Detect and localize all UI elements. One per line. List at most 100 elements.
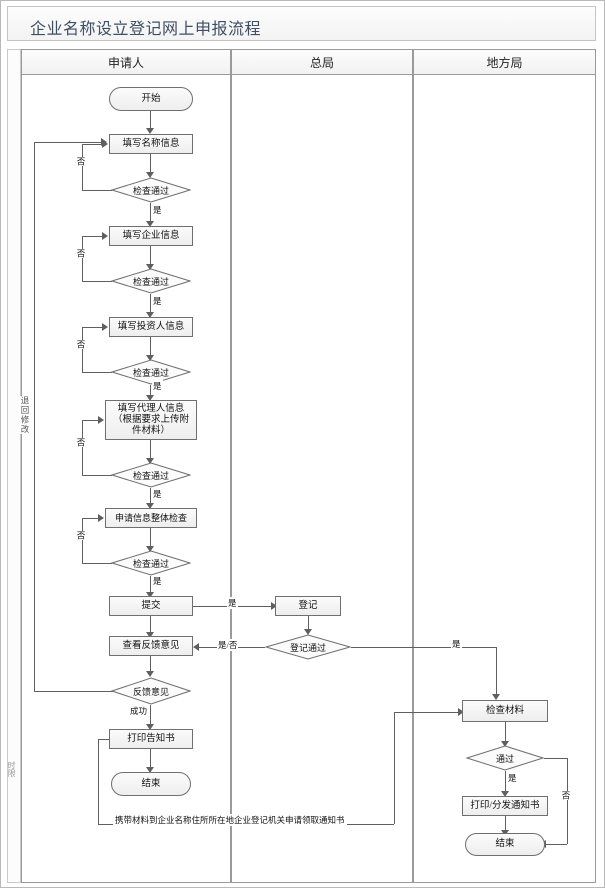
node-start: 开始 (109, 87, 193, 111)
arrow-feedback-success (146, 724, 154, 730)
node-pass: 通过 (466, 745, 544, 771)
node-view-feedback: 查看反馈意见 (109, 636, 193, 656)
edge-start-to-fillname (150, 111, 151, 130)
edge-label-no2: 否 (75, 249, 87, 258)
edge-check2-yes (150, 294, 151, 314)
edge-label-submit-yes: 是 (227, 597, 238, 609)
node-fill-name: 填写名称信息 (109, 134, 193, 154)
lane-header-local-bureau: 地方局 (413, 49, 596, 75)
edge-pass-no-v (567, 758, 568, 844)
arrow-checkmaterial-down (501, 741, 509, 747)
edge-check1-no-v (82, 144, 83, 190)
arrow-check4-no (98, 416, 104, 424)
edge-label-no5: 否 (75, 531, 87, 540)
edge-check1-no-h (82, 190, 112, 191)
edge-label-register-pass-yes: 是 (451, 638, 462, 650)
arrow-pass-yes (501, 791, 509, 797)
node-check2-label: 检查通过 (132, 276, 169, 287)
left-margin-strip (7, 49, 21, 883)
edge-printnotice-to-end (150, 749, 151, 769)
edge-check2-no-top (82, 236, 105, 237)
edge-check5-no-v (82, 518, 83, 563)
arrow-start-to-fillname (146, 128, 154, 134)
edge-note-to-checkmaterial (394, 712, 460, 713)
return-path-vertical (34, 142, 35, 691)
edge-submit-down (150, 616, 151, 634)
edge-note-left (98, 739, 109, 740)
edge-fillname-to-check1 (150, 154, 151, 174)
arrow-check4-yes (146, 503, 154, 509)
arrow-note-to-checkmaterial (458, 708, 464, 716)
node-end-local: 结束 (465, 833, 545, 856)
edge-label-no4: 否 (75, 438, 87, 447)
node-check1: 检查通过 (111, 177, 191, 203)
return-path-bottom (34, 691, 119, 692)
edge-label-pass-yes: 是 (507, 772, 518, 784)
arrow-overall-to-check5 (146, 546, 154, 552)
edge-check4-no-top (82, 420, 101, 421)
node-check4: 检查通过 (111, 462, 191, 488)
edge-check5-no-h (82, 563, 112, 564)
node-check5: 检查通过 (111, 550, 191, 576)
arrow-registerpass-yes (492, 694, 500, 700)
edge-label-yes4: 是 (152, 488, 163, 500)
edge-pass-no-bottom (544, 844, 567, 845)
node-fill-agent-line2: （根据要求上传附 (112, 414, 189, 425)
arrow-check2-yes (146, 312, 154, 318)
edge-note-up (394, 712, 395, 824)
arrow-fillagent-to-check4 (146, 458, 154, 464)
page-title: 企业名称设立登记网上申报流程 (30, 21, 262, 38)
node-check3-label: 检查通过 (132, 367, 169, 378)
arrow-check1-yes (146, 221, 154, 227)
arrow-check5-no (98, 514, 104, 522)
arrow-check5-yes (146, 592, 154, 598)
edge-label-yes3: 是 (152, 380, 163, 392)
node-pass-label: 通过 (495, 753, 514, 764)
edge-check4-no-h (82, 475, 112, 476)
arrow-fillcompany-to-check2 (146, 264, 154, 270)
arrow-check3-yes (146, 395, 154, 401)
lane-header-applicant: 申请人 (21, 49, 231, 75)
arrow-fillinvestor-to-check3 (146, 355, 154, 361)
node-register: 登记 (275, 596, 341, 616)
margin-strip-label: 时限 (7, 761, 16, 777)
node-feedback: 反馈意见 (111, 677, 191, 705)
arrow-register-down (304, 629, 312, 635)
node-print-distribute: 打印/分发通知书 (462, 796, 548, 816)
node-check4-label: 检查通过 (132, 470, 169, 481)
node-feedback-label: 反馈意见 (132, 686, 169, 697)
lane-header-head-office: 总局 (231, 49, 413, 75)
node-check2: 检查通过 (111, 268, 191, 294)
edge-pass-no-h (544, 758, 567, 759)
edge-check3-no-h (82, 372, 112, 373)
arrow-check1-no (102, 140, 108, 148)
node-fill-agent-line3: 件材料） (131, 425, 170, 436)
bottom-annotation-text: 携带材料到企业名称住所所在地企业登记机关申请领取通知书 (113, 814, 347, 826)
edge-note-vertical (98, 739, 99, 824)
edge-check3-no-top (82, 327, 105, 328)
arrow-viewfeedback-down (146, 671, 154, 677)
edge-check5-no-top (82, 518, 101, 519)
arrow-check3-no (102, 323, 108, 331)
edge-fillinvestor-to-check3 (150, 337, 151, 357)
edge-check2-no-v (82, 236, 83, 281)
edge-pass-yes (505, 771, 506, 793)
edge-label-register-yesno: 是/否 (217, 639, 239, 651)
edge-registerpass-yes-h (351, 647, 496, 648)
edge-label-pass-no: 否 (560, 791, 572, 800)
node-register-pass: 登记通过 (265, 634, 351, 660)
node-print-notice: 打印告知书 (109, 729, 193, 749)
edge-check1-yes (150, 203, 151, 223)
edge-register-down (308, 616, 309, 631)
edge-label-no3: 否 (75, 340, 87, 349)
return-path-label: 退回修改 (19, 396, 31, 434)
edge-check3-yes (150, 385, 151, 397)
node-check1-label: 检查通过 (132, 185, 169, 196)
edge-label-no1: 否 (75, 157, 87, 166)
node-fill-agent-line1: 填写代理人信息 (117, 403, 185, 414)
arrow-registerpass-to-viewfeedback (193, 643, 199, 651)
edge-label-yes5: 是 (152, 575, 163, 587)
arrow-fillname-to-check1 (146, 172, 154, 178)
edge-label-yes2: 是 (152, 295, 163, 307)
edge-check4-yes (150, 488, 151, 505)
